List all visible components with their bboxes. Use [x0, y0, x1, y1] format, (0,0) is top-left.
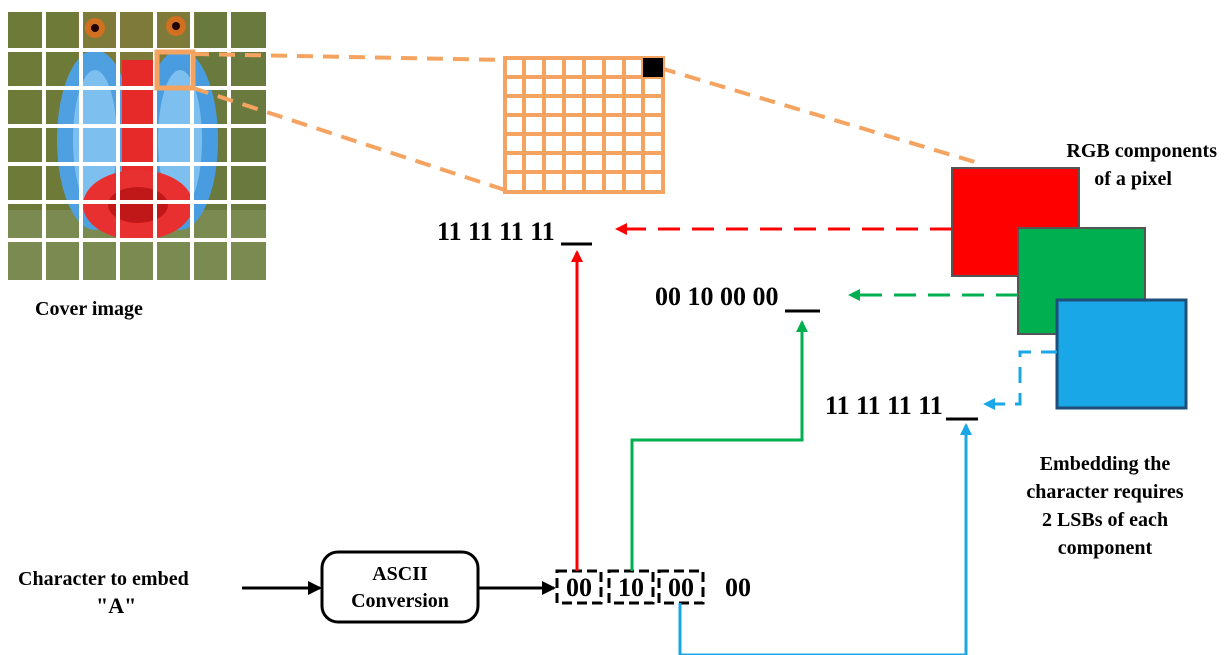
green-bits-lsb: 00: [753, 282, 779, 311]
embed-note-line3: 2 LSBs of each: [1042, 509, 1168, 531]
embed-note-line4: component: [1058, 537, 1153, 559]
embed-note-line2: character requires: [1026, 481, 1183, 503]
blue-bits-lsb: 11: [918, 391, 943, 420]
char-label-line1: Character to embed: [18, 568, 189, 590]
red-bits: 11 11 11 11: [437, 217, 555, 246]
bit-group-2: 10: [618, 573, 644, 602]
bit-group-1: 00: [566, 573, 592, 602]
cover-image: [8, 12, 266, 280]
bit-group-3: 00: [668, 573, 694, 602]
zoomed-pixel-grid: [503, 56, 665, 194]
embed-note-line1: Embedding the: [1040, 453, 1171, 475]
ascii-label-line1: ASCII: [372, 563, 428, 585]
red-bits-lsb: 11: [530, 217, 555, 246]
cover-image-label: Cover image: [35, 298, 143, 320]
rgb-label-line1: RGB components: [1066, 140, 1217, 162]
blue-bits: 11 11 11 11: [825, 391, 943, 420]
green-embed-arrow: [630, 320, 808, 571]
blue-embed-arrow: [678, 423, 972, 655]
blue-component: [1055, 298, 1188, 410]
char-label-line2: "A": [96, 593, 136, 618]
rgb-label-line2: of a pixel: [1094, 168, 1172, 190]
green-bits: 00 10 00 00: [655, 282, 779, 311]
blue-dashed-arrow: [983, 350, 1057, 410]
selected-pixel: [643, 58, 663, 77]
bit-group-4: 00: [725, 573, 751, 602]
ascii-label-line2: Conversion: [351, 590, 449, 612]
bit-group-1-box: [555, 569, 603, 605]
zoom-lines: [192, 52, 976, 192]
ascii-bit-groups: 00 10 00 00: [555, 569, 751, 605]
